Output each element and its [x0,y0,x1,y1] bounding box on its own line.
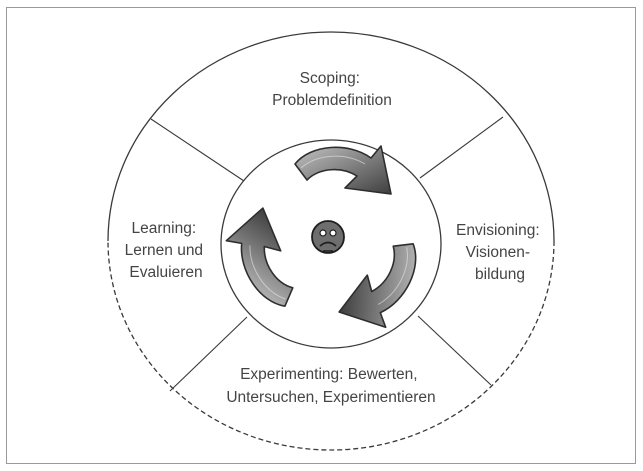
label-envisioning: Envisioning: Visionen- bildung [456,222,544,283]
label-scoping: Scoping: Problemdefinition [272,70,392,109]
spoke-lower-right [417,315,492,386]
spoke-upper-left [150,118,245,182]
sad-face-icon [311,220,345,254]
spoke-upper-right [419,116,504,179]
outer-ring-upper [107,31,555,242]
spoke-lower-left [169,316,248,392]
label-learning: Learning: Lernen und Evaluieren [125,220,208,281]
outer-ring-lower [107,240,555,451]
label-experimenting: Experimenting: Bewerten, Untersuchen, Ex… [226,366,435,406]
